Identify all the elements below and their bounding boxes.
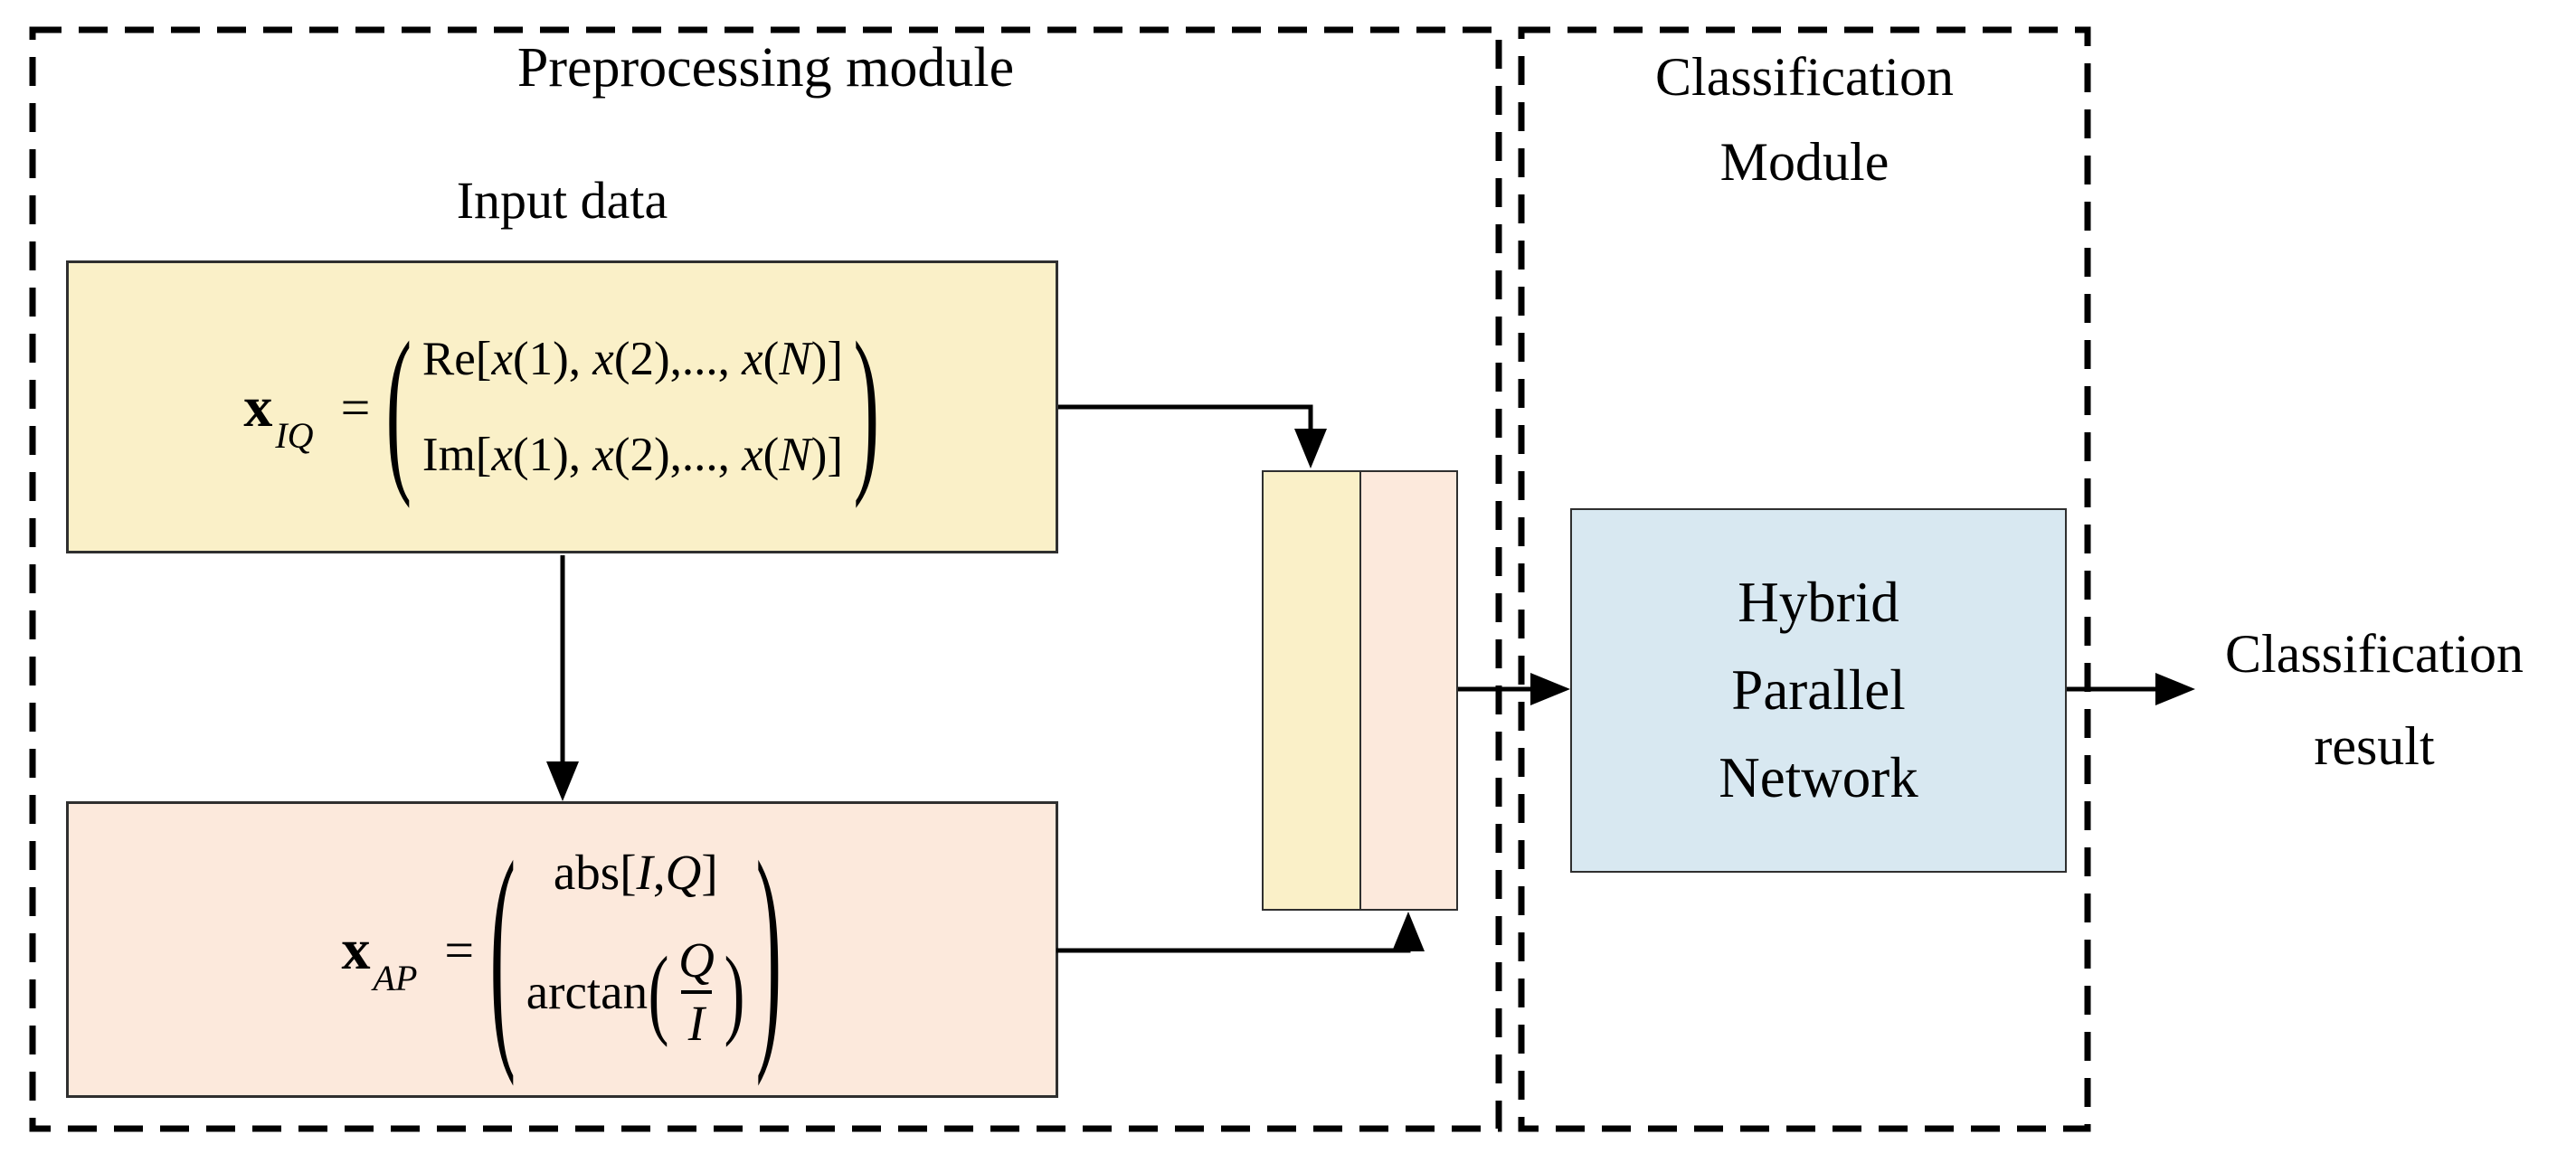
ap-left-paren: ( — [489, 808, 516, 1088]
iq-row1-fn: Re[ — [421, 333, 492, 385]
ap-abs-row: abs[I,Q] — [554, 846, 718, 900]
arrow-ap-to-concat-line — [1056, 946, 1411, 953]
network-line3: Network — [1719, 746, 1918, 809]
network-line1: Hybrid — [1738, 571, 1899, 634]
iq-row2-fn: Im[ — [421, 429, 492, 481]
iq-row2-p2: (2),..., — [613, 429, 743, 481]
iq-row2-v2: x — [592, 429, 614, 481]
iq-row1-v2: x — [592, 333, 614, 385]
ap-row1-comma: , — [652, 845, 666, 900]
classification-result-label: Classification result — [2166, 608, 2576, 792]
result-line2: result — [2314, 716, 2435, 776]
iq-equals: = — [340, 377, 371, 437]
iq-subscript: IQ — [275, 415, 314, 456]
ap-equals: = — [444, 920, 475, 979]
arrow-iq-to-ap-head — [546, 761, 579, 801]
ap-frac-numerator: Q — [678, 932, 715, 988]
arrow-iq-to-concat-head — [1294, 429, 1327, 468]
iq-row2-v3: x — [742, 429, 763, 481]
concat-ap-half — [1361, 472, 1456, 909]
ap-row2-fn: arctan — [526, 964, 649, 1019]
iq-row1-n: N — [779, 333, 811, 385]
concat-box — [1262, 470, 1458, 911]
iq-row1-v1: x — [491, 333, 513, 385]
input-data-label: Input data — [456, 171, 668, 230]
iq-row1-p2: (2),..., — [613, 333, 743, 385]
ap-row2-rparen: ) — [724, 936, 745, 1048]
ap-row1-close: ] — [701, 845, 718, 900]
iq-row1-p1: (1), — [512, 333, 593, 385]
iq-row2-p1: (1), — [512, 429, 593, 481]
ap-right-paren: ) — [755, 808, 781, 1088]
classification-title-line1: Classification — [1655, 47, 1954, 107]
ap-var: x — [341, 917, 371, 981]
ap-row2-lparen: ( — [648, 936, 669, 1048]
result-line1: Classification — [2225, 624, 2524, 684]
arrow-concat-to-network-head — [1530, 673, 1570, 705]
iq-row2-p3: ( — [762, 429, 780, 481]
iq-real-row: Re[x(1), x(2),..., x(N)] — [422, 332, 843, 386]
iq-right-paren: ) — [853, 302, 880, 509]
iq-row1-v3: x — [742, 333, 763, 385]
iq-row2-close: )] — [810, 429, 843, 481]
concat-iq-half — [1264, 472, 1361, 909]
iq-imag-row: Im[x(1), x(2),..., x(N)] — [422, 428, 843, 482]
ap-row1-fn: abs[ — [553, 845, 637, 900]
arrow-ap-to-concat-head — [1392, 912, 1425, 951]
iq-row1-close: )] — [810, 333, 843, 385]
iq-var: x — [243, 374, 273, 439]
iq-row2-n: N — [779, 429, 811, 481]
iq-left-paren: ( — [385, 302, 412, 509]
ap-row1-q: Q — [665, 845, 702, 900]
arrow-iq-to-concat-line — [1058, 404, 1313, 440]
iq-formula-rows: Re[x(1), x(2),..., x(N)] Im[x(1), x(2),.… — [422, 332, 843, 482]
preprocessing-module-title: Preprocessing module — [516, 37, 1015, 99]
ap-frac-denominator: I — [680, 990, 713, 1054]
ap-subscript: AP — [373, 958, 418, 998]
classification-title-line2: Module — [1719, 132, 1889, 192]
iq-row2-v1: x — [491, 429, 513, 481]
iq-row1-p3: ( — [762, 333, 780, 385]
ap-row1-i: I — [636, 845, 653, 900]
network-line2: Parallel — [1731, 658, 1906, 722]
